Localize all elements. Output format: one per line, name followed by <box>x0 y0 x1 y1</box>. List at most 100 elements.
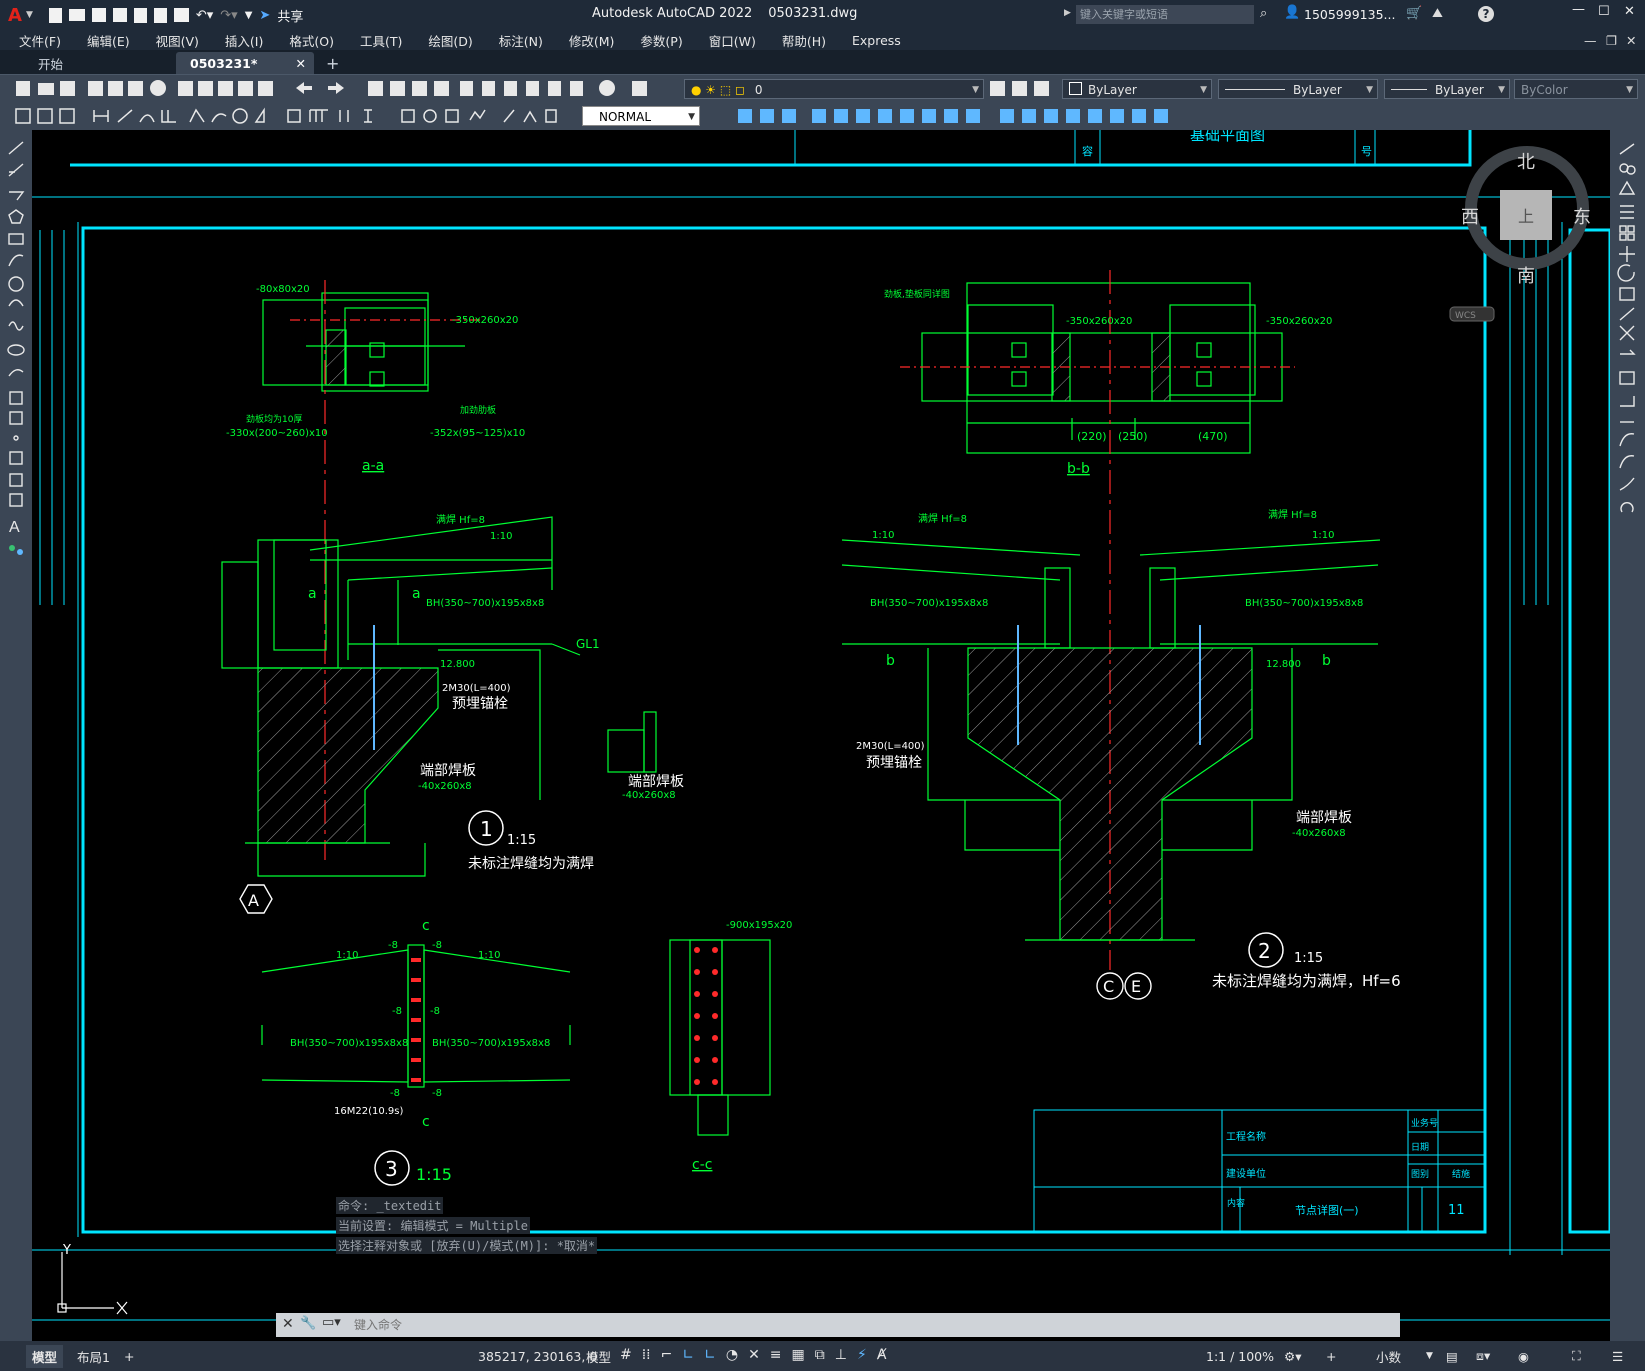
tab-layout1[interactable]: 布局1 <box>77 1349 110 1365</box>
aa-rib: 加劲肋板 <box>460 404 496 416</box>
minimize-icon[interactable]: — <box>1572 2 1585 17</box>
hardware-accel-icon[interactable]: ◉ <box>1518 1348 1529 1364</box>
toolbar-row1-icons[interactable] <box>0 75 680 103</box>
add-layout-icon[interactable]: + <box>123 1348 135 1364</box>
doc-restore-icon[interactable]: ❐ <box>1606 32 1618 48</box>
grid-icon[interactable]: # <box>620 1347 632 1363</box>
clean-screen-icon[interactable]: ⛶ <box>1572 1348 1581 1363</box>
selection-cycling-icon[interactable]: ⧉ <box>814 1347 825 1363</box>
ortho-icon[interactable]: ⌐ <box>660 1347 673 1363</box>
search-icon[interactable]: ⌕ <box>1260 6 1268 21</box>
menu-dimension[interactable]: 标注(N) <box>498 33 543 49</box>
cart-icon[interactable]: 🛒 <box>1406 6 1423 21</box>
linetype-dropdown[interactable]: ByLayer▼ <box>1218 79 1378 99</box>
customize-status-icon[interactable]: ☰ <box>1612 1348 1624 1364</box>
drawing-canvas[interactable]: 基础平面图 容 号 -80x80x20 -350x260x20 劲板均为10厚 … <box>32 130 1610 1344</box>
close-icon[interactable]: ✕ <box>1624 4 1635 19</box>
menu-file[interactable]: 文件(F) <box>19 33 61 49</box>
tab-model[interactable]: 模型 <box>26 1344 64 1368</box>
search-expand-icon[interactable]: ▶ <box>1064 8 1071 18</box>
new-tab-button[interactable]: + <box>326 53 340 73</box>
command-close-icon[interactable]: ✕ <box>282 1316 294 1332</box>
draw-tool-icons[interactable]: A <box>0 130 32 570</box>
layer-tools-icons[interactable] <box>984 75 1064 103</box>
help-icon[interactable]: ? <box>1478 6 1494 22</box>
transparency-icon[interactable]: ▦ <box>791 1347 805 1363</box>
polar-icon[interactable]: ∟ <box>682 1347 695 1363</box>
share-icon[interactable]: ➤ <box>259 7 271 23</box>
lineweight-dropdown[interactable]: ByLayer▼ <box>1384 79 1510 99</box>
plotstyle-dropdown[interactable]: ByColor▼ <box>1514 79 1638 99</box>
annotation-visibility-icon[interactable]: ⚡ <box>856 1347 867 1363</box>
command-input[interactable] <box>352 1315 1386 1335</box>
cc-bolts <box>694 947 718 1085</box>
menu-parametric[interactable]: 参数(P) <box>640 33 683 49</box>
tab-drawing[interactable]: 0503231*✕ <box>176 52 314 74</box>
redo-icon[interactable]: ↷▾ <box>220 7 238 23</box>
line-sample-icon <box>1391 89 1427 90</box>
tab-close-icon[interactable]: ✕ <box>295 55 306 71</box>
command-customize-icon[interactable]: 🔧 <box>300 1316 317 1331</box>
status-toggle-icons[interactable]: # ⁞⁞ ⌐ ∟ ∟ ◔ ✕ ≡ ▦ ⧉ ⊥ ⚡ Ⱥ <box>620 1347 886 1363</box>
isolate-icon[interactable]: ⧈▾ <box>1476 1348 1491 1363</box>
units-dropdown[interactable]: 小数 <box>1376 1349 1402 1365</box>
viewcube[interactable] <box>1449 146 1589 322</box>
isodraft-icon[interactable]: ∟ <box>704 1347 716 1363</box>
tb-unit: 建设单位 <box>1226 1167 1266 1180</box>
menu-tools[interactable]: 工具(T) <box>359 33 403 49</box>
a360-icon[interactable]: ⛰ <box>1432 6 1443 21</box>
model-space-toggle[interactable]: 模型 <box>586 1349 612 1365</box>
annotation-scale[interactable]: 1:1 / 100% <box>1206 1348 1275 1364</box>
layer-dropdown[interactable]: ● ☀ ⬚ ◻ 0▼ <box>684 79 984 99</box>
open-icon[interactable] <box>68 9 85 21</box>
save-icon[interactable] <box>91 8 106 22</box>
units-chevron-icon[interactable]: ▼ <box>1426 1351 1433 1361</box>
modify-toolbar-icons[interactable] <box>704 102 1224 130</box>
osnap-icon[interactable]: ✕ <box>748 1347 760 1363</box>
plot-icon[interactable] <box>153 7 167 23</box>
app-menu-arrow-icon[interactable]: ▼ <box>25 10 33 20</box>
quick-properties-icon[interactable]: ▤ <box>1446 1348 1458 1364</box>
menu-help[interactable]: 帮助(H) <box>781 33 826 49</box>
tb-content: 内容 <box>1227 1197 1245 1209</box>
color-swatch-icon <box>1069 82 1082 95</box>
workspace-gear-icon[interactable]: ⚙▾ <box>1284 1348 1302 1364</box>
modify-tool-icons[interactable] <box>1610 130 1645 530</box>
customize-icon[interactable]: ▼ <box>244 9 253 21</box>
color-dropdown[interactable]: ByLayer▼ <box>1062 79 1212 99</box>
drawing-svg[interactable]: 基础平面图 容 号 -80x80x20 -350x260x20 劲板均为10厚 … <box>32 130 1610 1344</box>
app-logo[interactable]: A <box>8 4 22 26</box>
menu-edit[interactable]: 编辑(E) <box>86 33 130 49</box>
publish-icon[interactable] <box>133 7 147 23</box>
menu-view[interactable]: 视图(V) <box>155 33 199 49</box>
command-prompt-icon[interactable]: ▭▾ <box>322 1315 341 1330</box>
snap-icon[interactable]: ⁞⁞ <box>641 1347 651 1363</box>
maximize-icon[interactable]: ☐ <box>1598 4 1610 19</box>
menu-express[interactable]: Express <box>851 32 901 48</box>
print-icon[interactable] <box>173 8 189 22</box>
menu-draw[interactable]: 绘图(D) <box>428 33 473 49</box>
user-name[interactable]: 1505999135... <box>1304 7 1396 22</box>
menu-insert[interactable]: 插入(I) <box>224 33 264 49</box>
doc-minimize-icon[interactable]: — <box>1584 32 1597 48</box>
annotation-autoscale-icon[interactable]: Ⱥ <box>876 1347 887 1363</box>
text-style-dropdown[interactable]: NORMAL▼ <box>582 106 700 126</box>
menu-window[interactable]: 窗口(W) <box>708 33 756 49</box>
saveas-icon[interactable] <box>112 8 127 22</box>
menu-modify[interactable]: 修改(M) <box>568 33 615 49</box>
menu-format[interactable]: 格式(O) <box>289 33 334 49</box>
undo-icon[interactable]: ↶▾ <box>195 7 214 23</box>
doc-close-icon[interactable]: ✕ <box>1626 32 1637 48</box>
toolbar-row2-icons[interactable] <box>0 102 1645 130</box>
search-input[interactable]: 键入关键字或短语 <box>1076 5 1254 24</box>
share-label[interactable]: 共享 <box>277 9 304 25</box>
lineweight-icon[interactable]: ≡ <box>769 1347 782 1363</box>
viewcube-west: 西 <box>1461 207 1479 228</box>
gizmo-icon[interactable]: ⊥ <box>834 1347 847 1363</box>
new-icon[interactable] <box>48 7 62 23</box>
osnap-track-icon[interactable]: ◔ <box>725 1347 739 1363</box>
bb-dim2: (250) <box>1118 430 1148 443</box>
annomonitor-plus-icon[interactable]: + <box>1326 1348 1337 1364</box>
tab-start[interactable]: 开始 <box>24 52 170 74</box>
user-icon[interactable]: 👤 <box>1284 5 1301 20</box>
